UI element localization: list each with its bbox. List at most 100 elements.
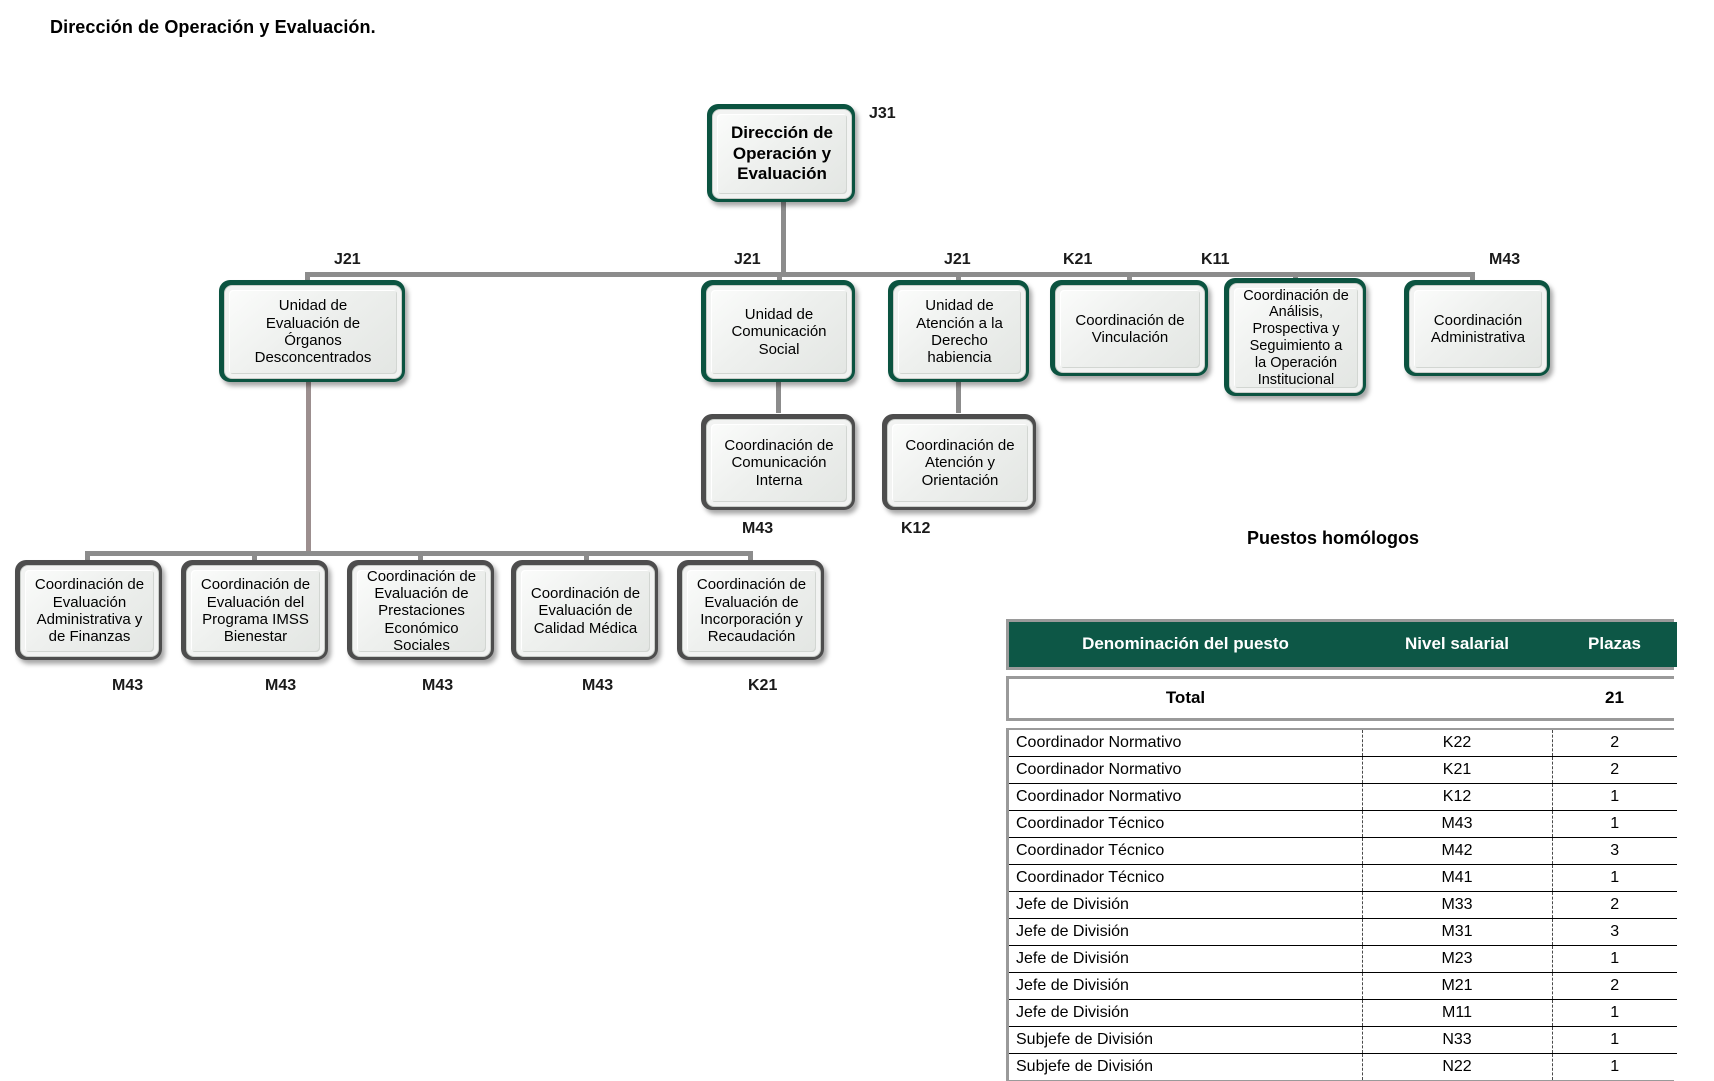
connector-drop-r2-1 bbox=[305, 272, 310, 284]
cell-puesto: Coordinador Técnico bbox=[1009, 837, 1363, 865]
node-coordinacion-evaluacion-prestaciones-economico-sociales[interactable]: Coordinación de Evaluación de Prestacion… bbox=[347, 560, 494, 660]
total-value: 21 bbox=[1552, 679, 1677, 718]
connector-drop-r4-5 bbox=[748, 551, 753, 561]
cell-nivel-salarial: M42 bbox=[1362, 837, 1553, 865]
node-direccion-operacion-evaluacion[interactable]: Dirección de Operación y Evaluación bbox=[707, 104, 855, 202]
cell-plazas: 1 bbox=[1552, 783, 1677, 811]
node-coordinacion-analisis-prospectiva[interactable]: Coordinación de Análisis, Prospectiva y … bbox=[1224, 278, 1366, 396]
node-unidad-evaluacion-organos-desconcentrados[interactable]: Unidad de Evaluación de Órganos Desconce… bbox=[219, 280, 405, 382]
table-total-box: Total 21 bbox=[1006, 676, 1677, 721]
connector-drop-r4-2 bbox=[252, 551, 257, 561]
column-header-denominacion: Denominación del puesto bbox=[1009, 622, 1362, 667]
cell-plazas: 2 bbox=[1552, 756, 1677, 784]
connector-organos-stem bbox=[306, 381, 311, 551]
cell-plazas: 1 bbox=[1552, 1026, 1677, 1054]
level-label-root: J31 bbox=[869, 105, 896, 122]
node-coordinacion-vinculacion[interactable]: Coordinación de Vinculación bbox=[1050, 280, 1208, 376]
node-plate: Coordinación de Atención y Orientación bbox=[887, 419, 1033, 507]
cell-puesto: Subjefe de División bbox=[1009, 1026, 1363, 1054]
page-title: Dirección de Operación y Evaluación. bbox=[50, 17, 376, 37]
level-label-unidad-organos: J21 bbox=[334, 251, 361, 268]
cell-nivel-salarial: M43 bbox=[1362, 810, 1553, 838]
table-total-row: Total 21 bbox=[1009, 679, 1677, 718]
level-label-r4-4: M43 bbox=[582, 677, 614, 694]
node-coordinacion-evaluacion-calidad-medica[interactable]: Coordinación de Evaluación de Calidad Mé… bbox=[511, 560, 658, 660]
total-label: Total bbox=[1009, 679, 1362, 718]
node-coordinacion-atencion-orientacion[interactable]: Coordinación de Atención y Orientación bbox=[882, 414, 1036, 510]
cell-puesto: Coordinador Normativo bbox=[1009, 756, 1363, 784]
cell-nivel-salarial: M31 bbox=[1362, 918, 1553, 946]
table-header-row: Denominación del puesto Nivel salarial P… bbox=[1009, 622, 1677, 667]
node-label: Coordinación de Evaluación de Calidad Mé… bbox=[530, 584, 641, 637]
cell-puesto: Coordinador Técnico bbox=[1009, 810, 1363, 838]
column-header-plazas: Plazas bbox=[1552, 622, 1677, 667]
level-label-comunicacion-interna: M43 bbox=[742, 520, 774, 537]
cell-plazas: 1 bbox=[1552, 945, 1677, 973]
node-label: Coordinación de Comunicación Interna bbox=[724, 436, 834, 489]
connector-drop-r2-6 bbox=[1470, 272, 1475, 282]
cell-plazas: 1 bbox=[1552, 864, 1677, 892]
node-unidad-atencion-derechohabiencia[interactable]: Unidad de Atención a la Derecho habienci… bbox=[888, 280, 1029, 382]
cell-puesto: Jefe de División bbox=[1009, 999, 1363, 1027]
connector-derecho-to-atencion bbox=[956, 381, 961, 413]
cell-nivel-salarial: N33 bbox=[1362, 1026, 1553, 1054]
node-coordinacion-comunicacion-interna[interactable]: Coordinación de Comunicación Interna bbox=[701, 414, 855, 510]
connector-comsocial-to-interna bbox=[776, 381, 781, 413]
node-label: Coordinación de Análisis, Prospectiva y … bbox=[1243, 287, 1349, 388]
node-label: Dirección de Operación y Evaluación bbox=[730, 122, 834, 184]
node-plate: Coordinación de Evaluación de Prestacion… bbox=[352, 565, 491, 657]
node-coordinacion-evaluacion-incorporacion-recaudacion[interactable]: Coordinación de Evaluación de Incorporac… bbox=[677, 560, 824, 660]
level-label-r4-2: M43 bbox=[265, 677, 297, 694]
node-coordinacion-administrativa[interactable]: Coordinación Administrativa bbox=[1404, 280, 1550, 376]
cell-nivel-salarial: M33 bbox=[1362, 891, 1553, 919]
connector-drop-r4-4 bbox=[584, 551, 589, 561]
cell-plazas: 1 bbox=[1552, 999, 1677, 1027]
node-plate: Coordinación Administrativa bbox=[1409, 285, 1547, 373]
node-plate: Coordinación de Vinculación bbox=[1055, 285, 1205, 373]
cell-puesto: Coordinador Técnico bbox=[1009, 864, 1363, 892]
cell-puesto: Jefe de División bbox=[1009, 945, 1363, 973]
cell-puesto: Jefe de División bbox=[1009, 918, 1363, 946]
node-plate: Coordinación de Evaluación del Programa … bbox=[186, 565, 325, 657]
level-label-vinculacion: K21 bbox=[1063, 251, 1093, 268]
cell-plazas: 3 bbox=[1552, 918, 1677, 946]
cell-plazas: 1 bbox=[1552, 1053, 1677, 1080]
connector-drop-r2-5 bbox=[1293, 272, 1298, 280]
connector-drop-r4-3 bbox=[418, 551, 423, 561]
cell-nivel-salarial: M41 bbox=[1362, 864, 1553, 892]
node-label: Coordinación de Atención y Orientación bbox=[905, 436, 1015, 489]
level-label-analisis-prospectiva: K11 bbox=[1201, 251, 1230, 268]
node-plate: Coordinación de Evaluación de Calidad Mé… bbox=[516, 565, 655, 657]
level-label-r4-1: M43 bbox=[112, 677, 144, 694]
node-coordinacion-evaluacion-programa-imss-bienestar[interactable]: Coordinación de Evaluación del Programa … bbox=[181, 560, 328, 660]
node-label: Coordinación Administrativa bbox=[1430, 311, 1526, 346]
node-plate: Dirección de Operación y Evaluación bbox=[712, 109, 852, 199]
node-plate: Unidad de Evaluación de Órganos Desconce… bbox=[224, 285, 402, 379]
cell-puesto: Jefe de División bbox=[1009, 891, 1363, 919]
node-coordinacion-evaluacion-administrativa-finanzas[interactable]: Coordinación de Evaluación Administrativ… bbox=[15, 560, 162, 660]
node-label: Coordinación de Evaluación de Incorporac… bbox=[696, 576, 807, 646]
node-plate: Unidad de Comunicación Social bbox=[706, 285, 852, 379]
table-title: Puestos homólogos bbox=[1247, 528, 1420, 548]
connector-drop-r2-2 bbox=[777, 272, 782, 282]
puestos-homologos-table: Denominación del puesto Nivel salarial P… bbox=[1006, 619, 1677, 1081]
cell-nivel-salarial: N22 bbox=[1362, 1053, 1553, 1080]
node-unidad-comunicacion-social[interactable]: Unidad de Comunicación Social bbox=[701, 280, 855, 382]
node-label: Unidad de Evaluación de Órganos Desconce… bbox=[254, 297, 372, 367]
table-header-box: Denominación del puesto Nivel salarial P… bbox=[1006, 619, 1677, 670]
level-label-atencion-orientacion: K12 bbox=[901, 520, 931, 537]
table-header: Denominación del puesto Nivel salarial P… bbox=[1009, 622, 1677, 667]
node-plate: Coordinación de Comunicación Interna bbox=[706, 419, 852, 507]
cell-plazas: 3 bbox=[1552, 837, 1677, 865]
